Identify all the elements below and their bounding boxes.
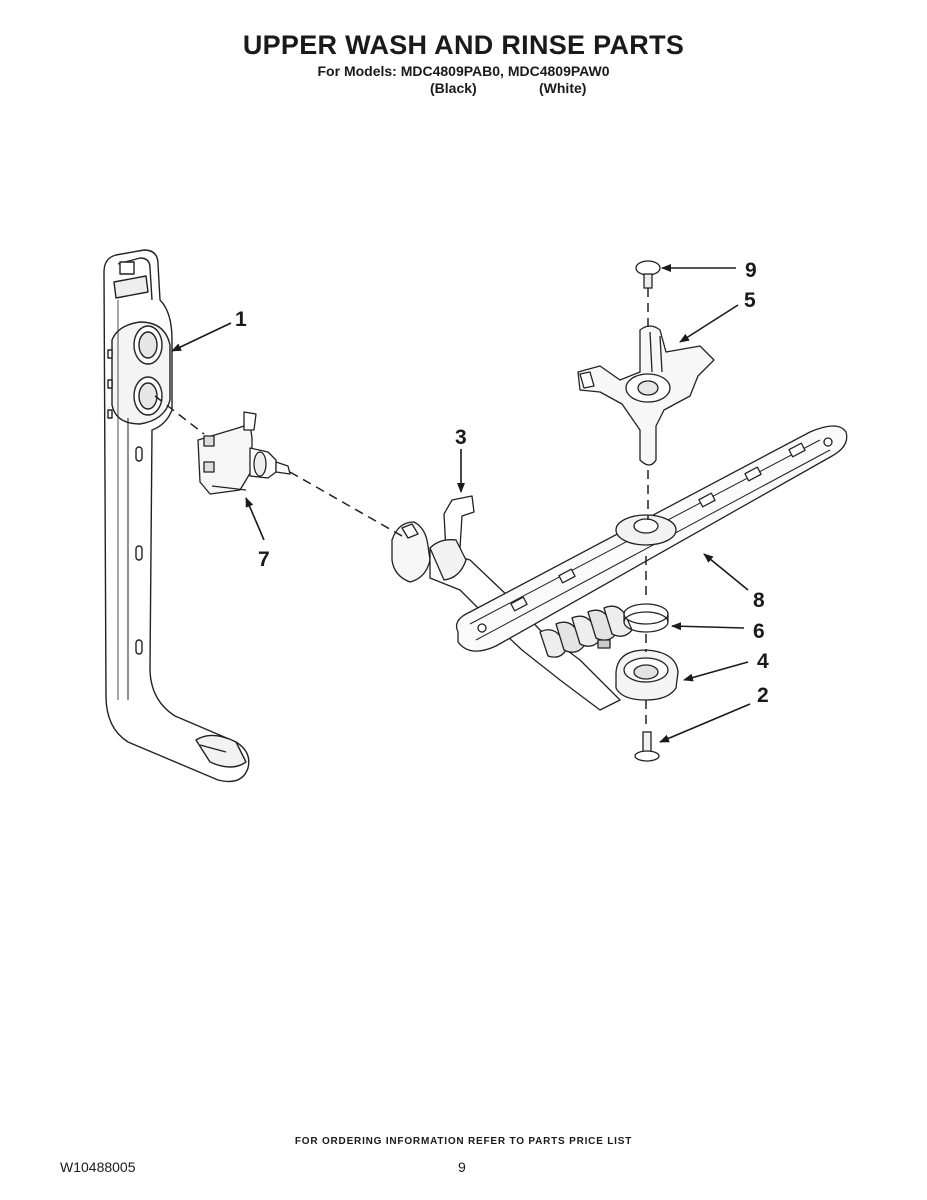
lower-hub-part	[615, 649, 679, 701]
callout-2: 2	[757, 684, 769, 707]
callout-1: 1	[235, 308, 247, 331]
callout-3: 3	[455, 426, 467, 449]
ordering-info-note: FOR ORDERING INFORMATION REFER TO PARTS …	[294, 1136, 633, 1147]
page-title: UPPER WASH AND RINSE PARTS	[242, 30, 685, 60]
variant-black-label: (Black)	[430, 80, 477, 96]
callout-7: 7	[258, 548, 270, 571]
manifold-connector-part	[197, 411, 291, 495]
document-number: W10488005	[60, 1159, 136, 1175]
callout-leaders	[171, 264, 751, 743]
assembly-dashed-lines	[154, 288, 649, 730]
page-number: 9	[458, 1159, 466, 1175]
variant-white-label: (White)	[539, 80, 587, 96]
models-line: For Models: MDC4809PAB0, MDC4809PAW0	[317, 63, 610, 79]
callout-5: 5	[744, 289, 756, 312]
supply-tube-part	[103, 249, 250, 783]
callout-8: 8	[753, 589, 765, 612]
callout-4: 4	[757, 650, 769, 673]
callout-9: 9	[745, 259, 757, 282]
callout-6: 6	[753, 620, 765, 643]
screw-cap-part	[635, 260, 661, 289]
spray-arm-part	[455, 425, 848, 652]
mounting-screw-part	[634, 731, 660, 762]
upper-hub-part	[577, 325, 715, 466]
seal-ring-part	[623, 603, 669, 633]
